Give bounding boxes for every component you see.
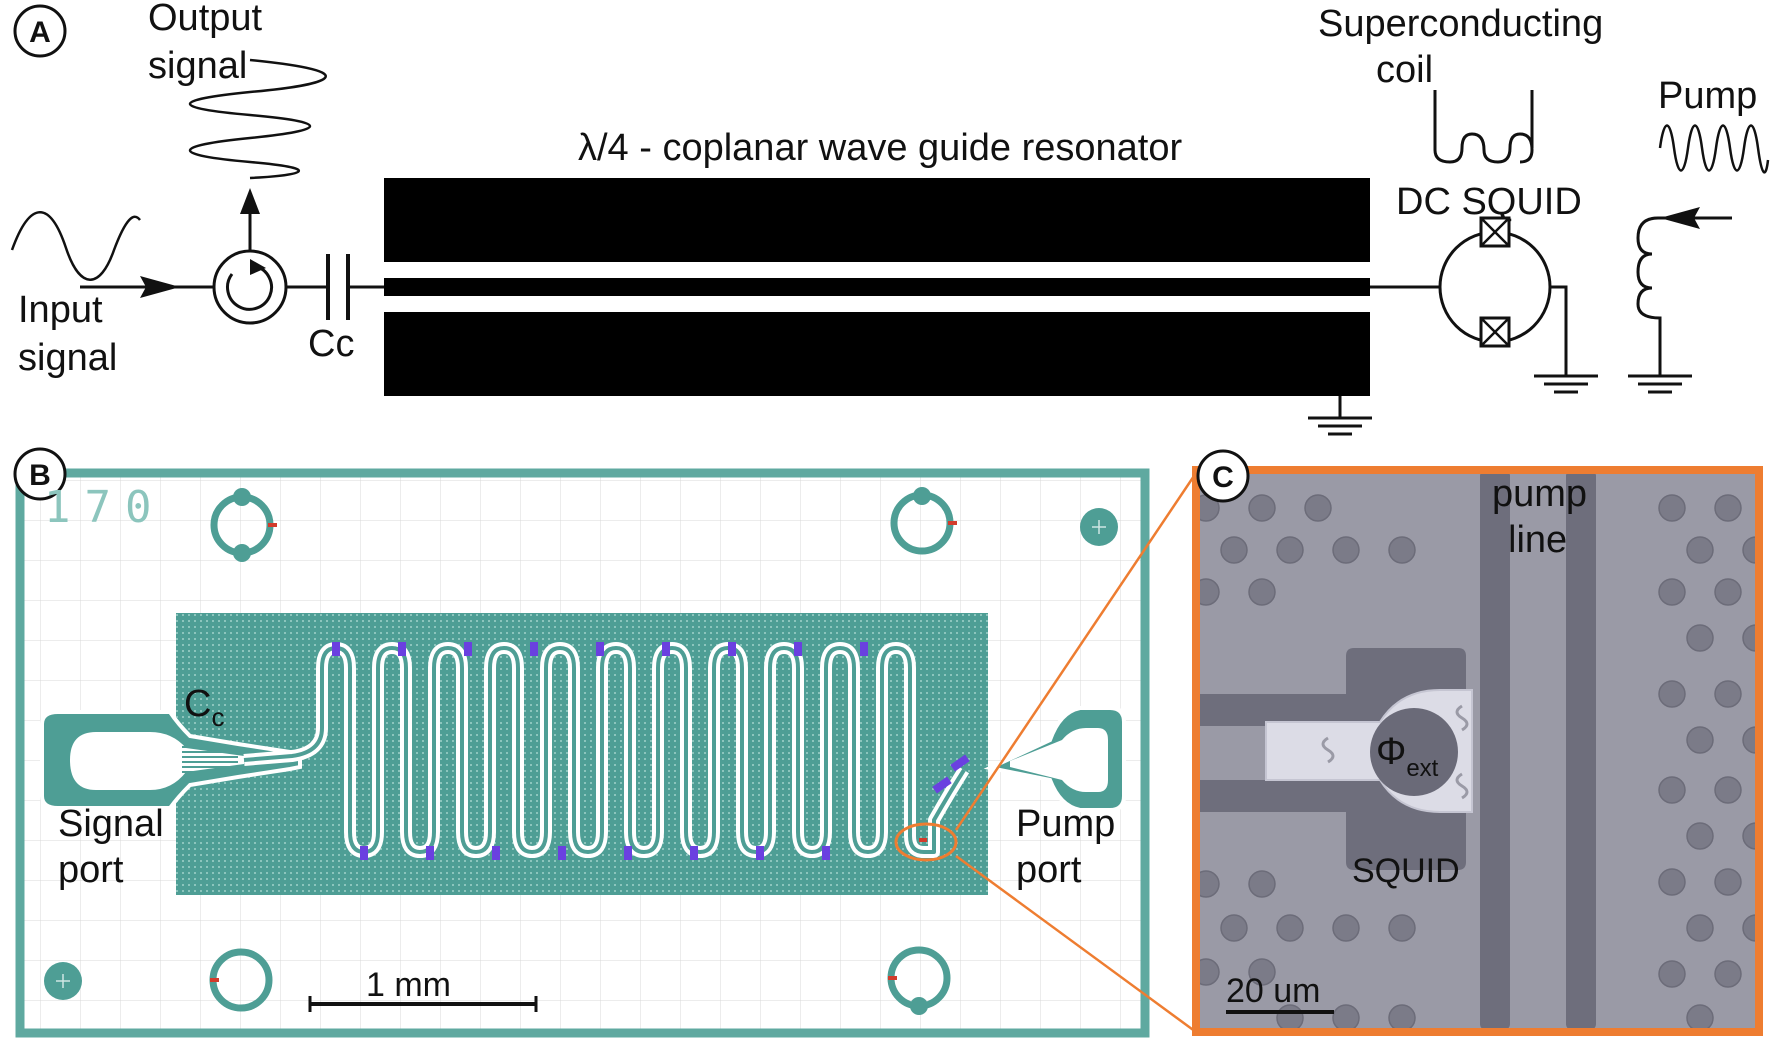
panel-c-badge [1196, 449, 1250, 503]
pump-line-label-line1: pump [1492, 473, 1587, 515]
squid-feedline [1196, 726, 1266, 780]
airbridges [332, 642, 970, 860]
squid-position-marker [919, 838, 927, 842]
input-signal-label-line1: Input [18, 289, 103, 331]
pump-port-gap [1010, 728, 1108, 792]
superconducting-coil-icon [1433, 90, 1534, 164]
panel-a-badge [13, 4, 67, 58]
circulator-arrow-head-icon [250, 259, 266, 275]
flux-trap-holes [1196, 494, 1759, 1032]
chip-id: 170 [44, 482, 165, 533]
resonator-ground-top [384, 178, 1370, 262]
flux-label: Φext [1376, 731, 1439, 782]
coupling-capacitor-fingers [182, 746, 238, 773]
pump-label: Pump [1658, 75, 1757, 117]
pump-line-label-line2: line [1508, 519, 1567, 561]
pump-line-gap-left [1480, 470, 1510, 1030]
scale-bar-b-label: 1 mm [366, 966, 451, 1004]
scale-bar-c-label: 20 um [1226, 972, 1321, 1010]
panel-b-label: B [29, 459, 51, 492]
panel-b-badge [13, 447, 67, 501]
alignment-marker-top-left [210, 488, 277, 562]
signal-port-label-line2: port [58, 849, 124, 891]
squid-label: SQUID [1352, 852, 1460, 890]
squid-ground-icon [1534, 374, 1598, 394]
dc-squid-label: DC SQUID [1396, 181, 1582, 223]
panel-a-label: A [29, 16, 51, 49]
cc-label-sub: c [211, 702, 224, 732]
resonator-ground-icon [1308, 416, 1372, 436]
coupling-capacitor-label: Cc [308, 323, 354, 365]
panel-c: C pump line Φext SQUID 20 um [1192, 449, 1763, 1036]
zoom-connector-top [954, 472, 1198, 831]
output-arrow-head-icon [240, 188, 260, 214]
alignment-marker-bottom-left [209, 948, 273, 1012]
input-signal-wave-icon [10, 211, 141, 281]
output-signal-wave-icon [188, 58, 327, 180]
panel-b: B 170 [13, 447, 1150, 1038]
alignment-marker-top-right [890, 487, 957, 555]
pump-wave-icon [1658, 124, 1770, 174]
micrograph-content [1196, 470, 1759, 1032]
pump-port-label-line1: Pump [1016, 803, 1115, 845]
pump-arrow-head-icon [1660, 207, 1700, 229]
output-signal-label-line1: Output [148, 0, 263, 39]
coil-label-line2: coil [1376, 49, 1433, 91]
resonator-title: λ/4 - coplanar wave guide resonator [578, 127, 1182, 169]
signal-port-label-line1: Signal [58, 803, 164, 845]
circulator-arrow-icon [226, 264, 273, 311]
junction-top-icon [1479, 216, 1511, 248]
alignment-cross-top-right [1080, 508, 1118, 546]
input-arrow-head-icon [140, 276, 180, 298]
pump-port-label-line2: port [1016, 849, 1082, 891]
squid-ground-wire [1550, 285, 1568, 376]
coil-label-line1: Superconducting [1318, 3, 1603, 45]
resonator-ground-bottom [384, 312, 1370, 396]
junction-bottom-icon [1479, 316, 1511, 348]
alignment-marker-bottom-right [887, 946, 951, 1015]
pump-line-center [1510, 470, 1566, 1030]
squid-loop-hole [1370, 708, 1458, 796]
input-signal-label-line2: signal [18, 337, 117, 379]
alignment-cross-bottom-left [44, 962, 82, 1000]
josephson-junctions-icon [1321, 704, 1469, 800]
meander-center-conductor [243, 646, 966, 854]
signal-port-gap [70, 732, 244, 790]
cc-label-main: C [184, 683, 211, 725]
squid-zoom-circle [894, 822, 958, 862]
micrograph-border [1192, 466, 1763, 1036]
flux-label-sub: ext [1406, 755, 1438, 782]
cc-label: Cc [184, 683, 224, 732]
pump-ground-icon [1628, 374, 1692, 394]
output-signal-label-line2: signal [148, 45, 247, 87]
zoom-connector-bottom [955, 854, 1197, 1034]
panel-a: A Output signal Input signal Cc λ/4 - co… [10, 0, 1770, 436]
pump-line-gap-right [1566, 470, 1596, 1030]
flux-label-main: Φ [1376, 731, 1406, 773]
pump-inductor-icon [1636, 216, 1666, 376]
resonator-center-conductor [384, 278, 1370, 296]
panel-c-label: C [1212, 461, 1234, 494]
